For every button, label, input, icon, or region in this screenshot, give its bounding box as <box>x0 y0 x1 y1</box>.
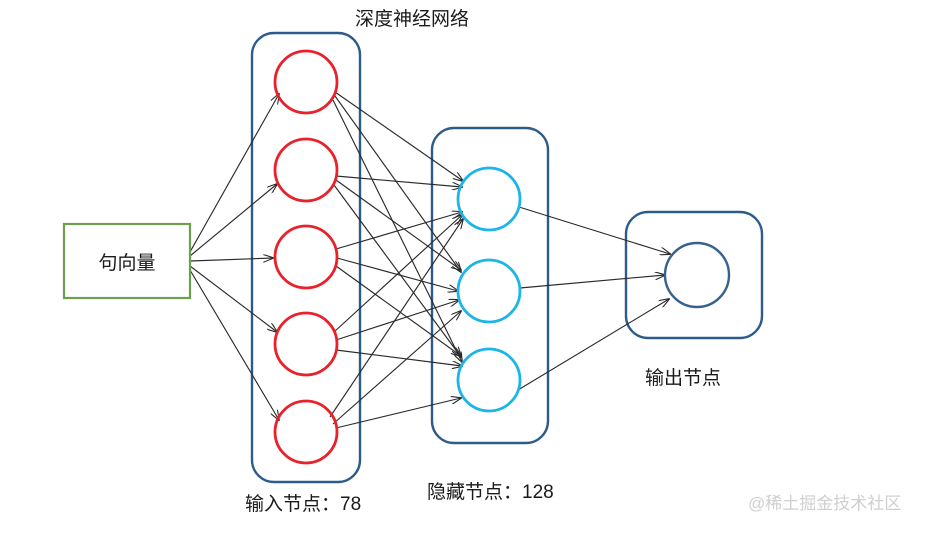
input-layer-caption: 输入节点：78 <box>245 494 362 515</box>
edge-i5-h3 <box>335 398 461 429</box>
input-node-5[interactable] <box>273 399 339 465</box>
hidden-layer-caption: 隐藏节点：128 <box>427 482 554 503</box>
edge-i3-h3 <box>335 265 461 356</box>
edge-h2-o1 <box>519 275 665 289</box>
edges-source-to-input <box>189 94 279 420</box>
edge-source-input-1 <box>189 94 279 253</box>
edge-i4-h1 <box>333 215 462 333</box>
input-node-4[interactable] <box>273 311 339 377</box>
edge-source-input-4 <box>189 265 277 332</box>
diagram-title: 深度神经网络 <box>355 9 470 30</box>
output-layer-nodes <box>663 241 731 309</box>
edge-i2-h1 <box>335 175 462 187</box>
edge-i5-h2 <box>332 311 461 425</box>
edge-i4-h3 <box>335 349 462 366</box>
edge-source-input-2 <box>189 184 277 257</box>
edge-i1-h2 <box>334 95 461 272</box>
hidden-node-1[interactable] <box>456 166 522 232</box>
input-node-1[interactable] <box>273 49 339 115</box>
edge-i1-h1 <box>334 91 463 181</box>
input-node-2[interactable] <box>273 137 339 203</box>
hidden-layer-container <box>430 126 550 445</box>
edge-i3-h1 <box>335 212 462 250</box>
watermark: @稀土掘金技术社区 <box>748 494 902 513</box>
hidden-node-3[interactable] <box>456 347 522 413</box>
edge-h1-o1 <box>518 206 670 254</box>
edge-i4-h2 <box>335 300 459 341</box>
sentence-vector-label: 句向量 <box>98 252 156 274</box>
sentence-vector-box[interactable] <box>62 222 192 300</box>
input-node-3[interactable] <box>273 224 339 290</box>
hidden-node-2[interactable] <box>456 258 522 324</box>
edges-input-to-hidden <box>329 91 463 429</box>
edge-i5-h1 <box>329 219 463 418</box>
layer-containers <box>250 31 764 484</box>
edge-h3-o1 <box>517 299 669 391</box>
input-layer-nodes <box>273 49 339 465</box>
edge-i2-h2 <box>335 179 461 270</box>
output-node-1[interactable] <box>663 241 731 309</box>
edge-i2-h3 <box>333 184 461 357</box>
output-layer-container <box>624 210 764 340</box>
edges-hidden-to-output <box>517 206 670 391</box>
output-layer-caption: 输出节点 <box>645 368 722 389</box>
edge-source-input-5 <box>189 269 279 420</box>
edge-source-input-3 <box>189 258 273 261</box>
input-layer-container <box>250 31 362 484</box>
hidden-layer-nodes <box>456 166 522 413</box>
